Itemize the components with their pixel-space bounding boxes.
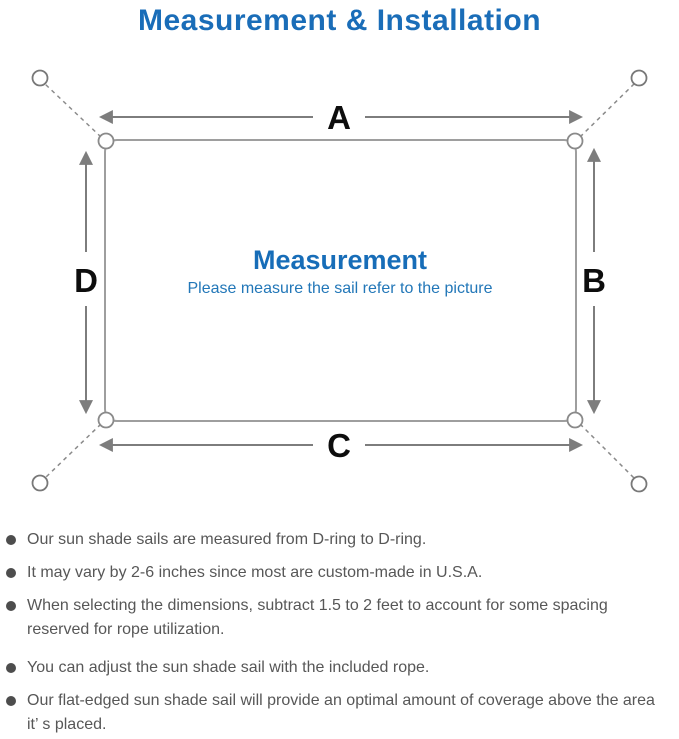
dimension-label-a: A <box>327 99 351 136</box>
notes-list: Our sun shade sails are measured from D-… <box>5 528 665 739</box>
rope-line-bottom-right <box>579 423 635 479</box>
d-ring-icon <box>97 411 115 429</box>
dimension-label-d: D <box>74 262 98 299</box>
list-item: It may vary by 2-6 inches since most are… <box>5 561 665 585</box>
d-ring-icon <box>566 411 584 429</box>
rope-line-top-left <box>44 83 102 138</box>
d-ring-icon <box>566 132 584 150</box>
list-item: Our flat-edged sun shade sail will provi… <box>5 689 665 737</box>
anchor-rope-lines <box>44 83 635 479</box>
note-text: Our sun shade sails are measured from D-… <box>27 531 427 548</box>
bullet-dot-icon <box>6 696 16 706</box>
note-text: Our flat-edged sun shade sail will provi… <box>27 692 655 733</box>
diagram-center-subtitle: Please measure the sail refer to the pic… <box>187 280 492 297</box>
anchor-point-icon <box>31 474 49 492</box>
rope-line-top-right <box>579 83 635 138</box>
anchor-point-icon <box>630 69 648 87</box>
note-text: When selecting the dimensions, subtract … <box>27 597 608 638</box>
dimension-label-c: C <box>327 427 351 464</box>
rope-line-bottom-left <box>44 423 102 479</box>
note-text: It may vary by 2-6 inches since most are… <box>27 564 483 581</box>
list-item: When selecting the dimensions, subtract … <box>5 594 665 642</box>
bullet-dot-icon <box>6 663 16 673</box>
bullet-dot-icon <box>6 568 16 578</box>
anchor-point-icon <box>31 69 49 87</box>
anchor-point-icon <box>630 475 648 493</box>
anchor-points <box>31 69 648 493</box>
sail-outline <box>104 139 577 422</box>
list-item: You can adjust the sun shade sail with t… <box>5 656 665 680</box>
d-ring-icon <box>97 132 115 150</box>
dimension-label-b: B <box>582 262 606 299</box>
bullet-dot-icon <box>6 601 16 611</box>
dimension-arrows <box>79 110 601 452</box>
page-title: Measurement & Installation <box>137 4 542 37</box>
bullet-dot-icon <box>6 535 16 545</box>
list-item: Our sun shade sails are measured from D-… <box>5 528 665 552</box>
measurement-diagram: A B C D Measurement Please measure the s… <box>31 69 648 493</box>
note-text: You can adjust the sun shade sail with t… <box>27 659 430 676</box>
d-rings <box>97 132 584 429</box>
diagram-center-title: Measurement <box>253 245 427 275</box>
